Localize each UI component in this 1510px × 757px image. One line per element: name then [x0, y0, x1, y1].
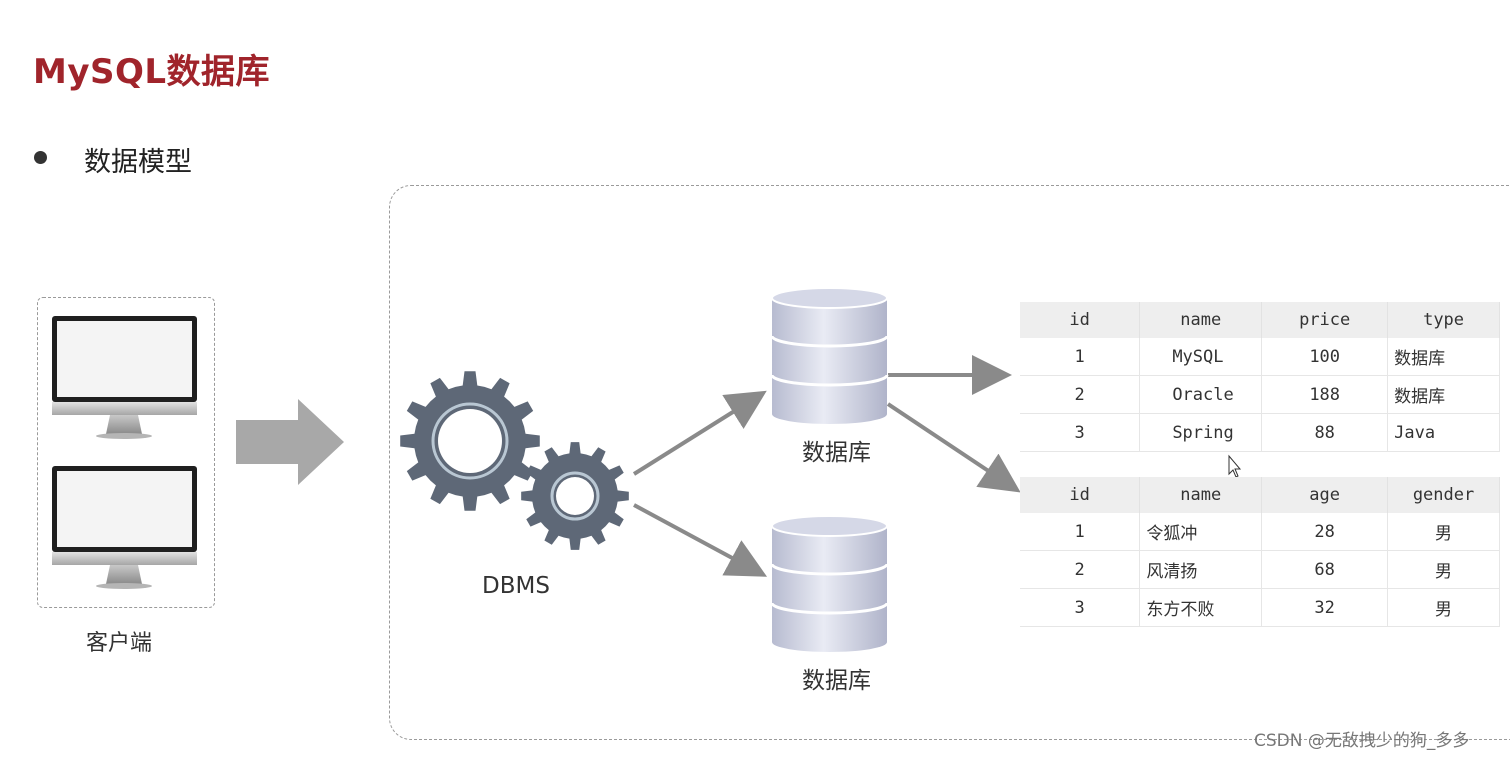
cell: 令狐冲 [1139, 513, 1263, 551]
column-header: name [1139, 477, 1263, 513]
table-row: 2 Oracle 188 数据库 [1020, 375, 1500, 414]
cell: Java [1387, 413, 1500, 452]
table-header-row: id name price type [1020, 302, 1500, 338]
gear-small-icon [521, 442, 629, 550]
monitor-icon-2 [52, 466, 197, 589]
cell: 88 [1261, 413, 1389, 452]
cell: 3 [1020, 588, 1141, 627]
cell: 数据库 [1387, 375, 1500, 414]
page-title: MySQL数据库 [33, 52, 271, 92]
cell: 2 [1020, 375, 1141, 414]
database-icon-1 [770, 287, 889, 424]
column-header: id [1020, 477, 1141, 513]
monitor-icon-1 [52, 316, 197, 439]
products-table: id name price type 1 MySQL 100 数据库 2 Ora… [1020, 302, 1500, 452]
column-header: type [1387, 302, 1500, 338]
cell: 1 [1020, 513, 1141, 551]
bullet-text: 数据模型 [84, 147, 192, 178]
table-row: 1 令狐冲 28 男 [1020, 513, 1500, 551]
arrow-db1-to-table2 [886, 402, 1021, 493]
dbms-label: DBMS [482, 573, 550, 599]
watermark: CSDN @无敌拽少的狗_多多 [1254, 731, 1470, 751]
table-header-row: id name age gender [1020, 477, 1500, 513]
monitors-icon [52, 316, 197, 589]
cell: 28 [1261, 513, 1389, 551]
database-label-1: 数据库 [802, 440, 871, 466]
cell: 数据库 [1387, 338, 1500, 376]
cell: MySQL [1139, 338, 1263, 376]
table-row: 3 东方不败 32 男 [1020, 588, 1500, 627]
arrow-dbms-to-db2 [633, 503, 768, 577]
cell: 男 [1387, 550, 1500, 589]
big-right-arrow-icon [236, 399, 344, 485]
cell: 风清扬 [1139, 550, 1263, 589]
table-row: 2 风清扬 68 男 [1020, 550, 1500, 589]
cell: Spring [1139, 413, 1263, 452]
cell: 188 [1261, 375, 1389, 414]
column-header: gender [1387, 477, 1500, 513]
cell: 32 [1261, 588, 1389, 627]
column-header: id [1020, 302, 1141, 338]
table-row: 3 Spring 88 Java [1020, 413, 1500, 452]
bullet-dot [34, 151, 47, 164]
column-header: price [1261, 302, 1389, 338]
cell: 男 [1387, 513, 1500, 551]
cursor-icon [1228, 454, 1242, 478]
people-table: id name age gender 1 令狐冲 28 男 2 风清扬 68 男… [1020, 477, 1500, 627]
cell: 100 [1261, 338, 1389, 376]
client-box [37, 297, 215, 608]
cell: 东方不败 [1139, 588, 1263, 627]
cell: 2 [1020, 550, 1141, 589]
cell: Oracle [1139, 375, 1263, 414]
system-box [389, 185, 1510, 740]
arrow-dbms-to-db1 [632, 390, 767, 476]
column-header: name [1139, 302, 1263, 338]
column-header: age [1261, 477, 1389, 513]
client-label: 客户端 [86, 631, 153, 656]
table-row: 1 MySQL 100 数据库 [1020, 338, 1500, 376]
database-icon-2 [770, 515, 889, 652]
cell: 1 [1020, 338, 1141, 376]
gear-large-icon [400, 371, 540, 511]
cell: 男 [1387, 588, 1500, 627]
cell: 68 [1261, 550, 1389, 589]
database-label-2: 数据库 [802, 668, 871, 694]
cell: 3 [1020, 413, 1141, 452]
